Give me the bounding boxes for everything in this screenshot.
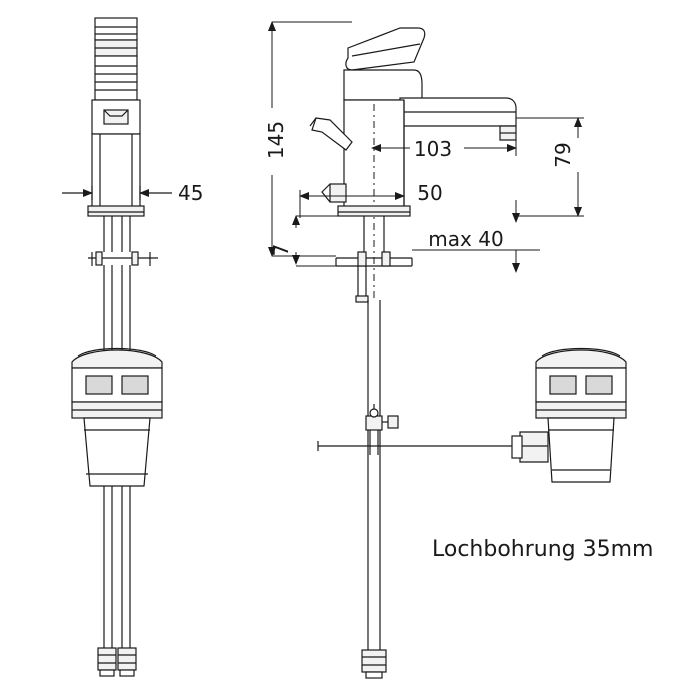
popup-waste-assembly <box>511 347 627 483</box>
dimension-79: 79 <box>551 142 575 167</box>
dimension-50: 50 <box>417 181 442 205</box>
dimension-145: 145 <box>264 121 288 159</box>
right-faucet-view <box>309 27 520 679</box>
left-faucet-view <box>62 17 172 677</box>
dimension-max-40: max 40 <box>428 227 503 251</box>
lochbohrung-note: Lochbohrung 35mm <box>432 537 653 562</box>
dimension-7: 7 <box>269 244 293 257</box>
dimension-45: 45 <box>178 181 203 205</box>
dimension-lines <box>268 21 584 273</box>
dimension-103: 103 <box>414 137 452 161</box>
